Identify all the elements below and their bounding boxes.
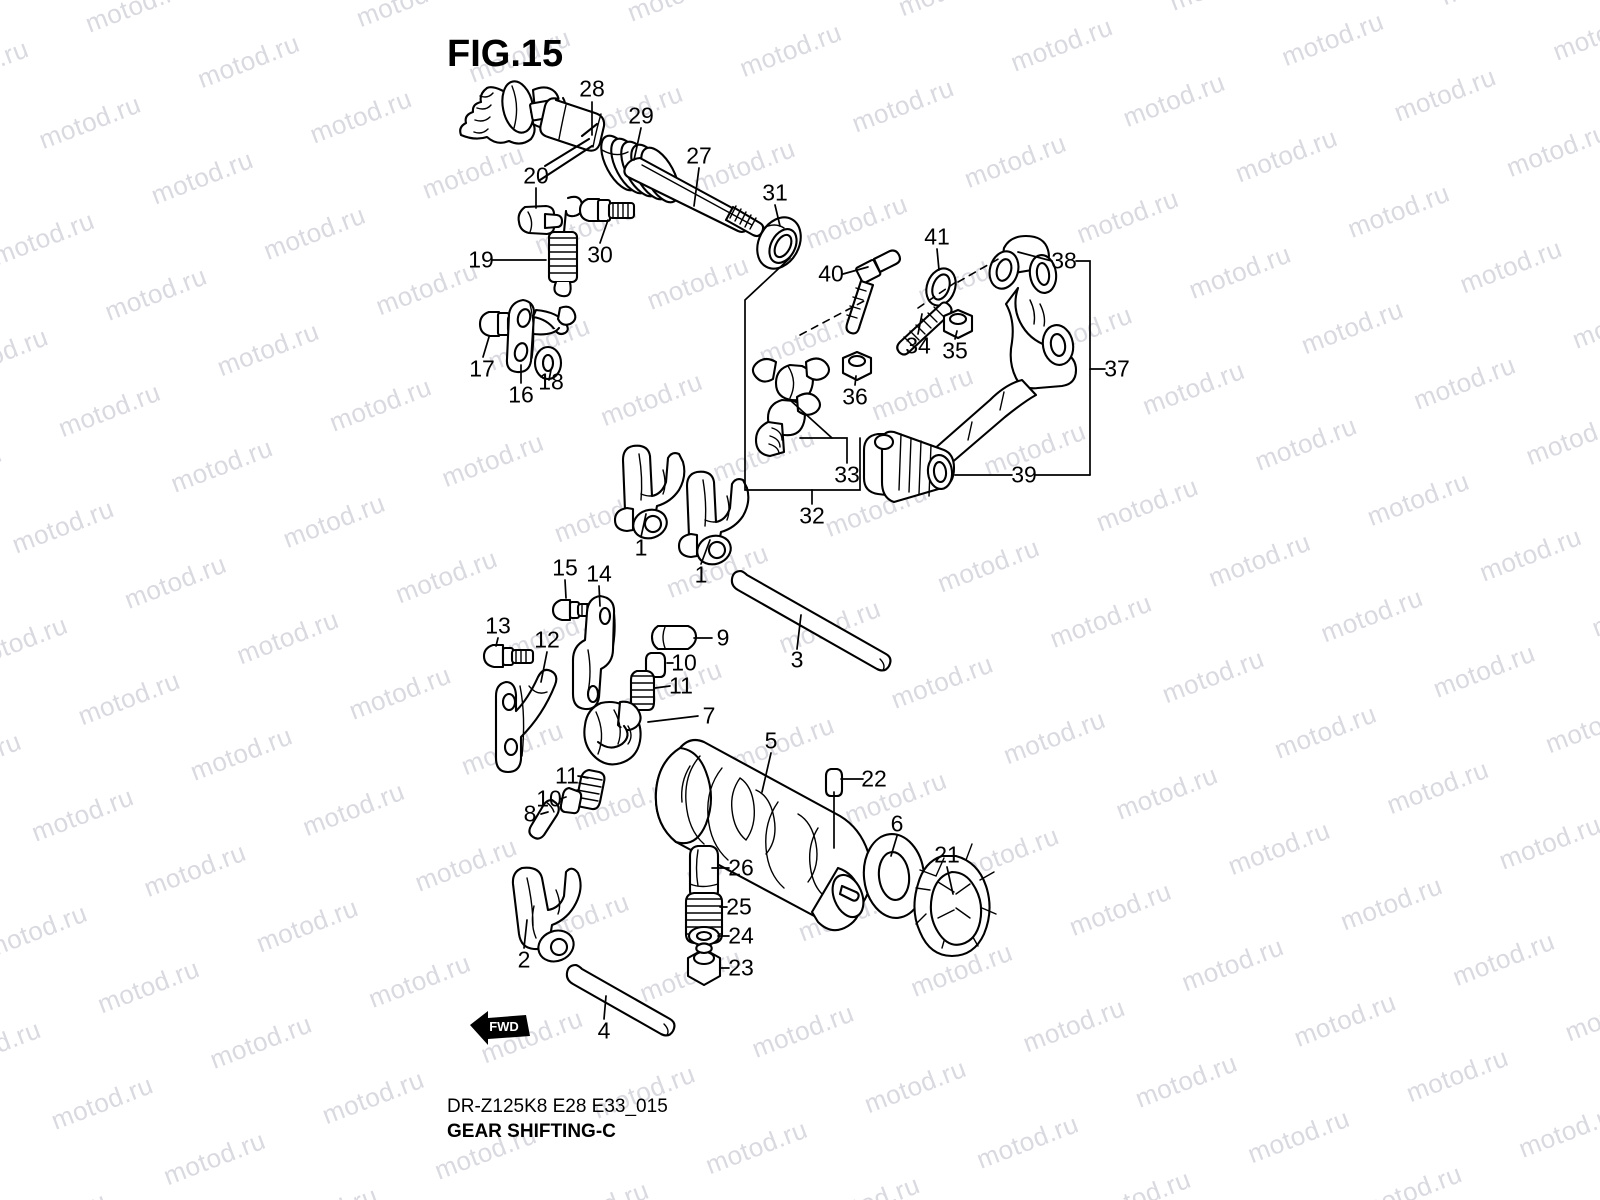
part-10-pin-upper [644,651,667,679]
ref-number-oil-seal: 31 [762,179,788,206]
ref-number-gearshift-pedal-assy: 37 [1104,355,1130,382]
part-35-nut [942,308,974,340]
ref-number-pin-small-lower: 10 [536,785,562,812]
part-28-gearshift-arm [459,80,606,152]
part-8-pin [528,798,560,840]
part-31-oil-seal [756,216,802,270]
ref-number-bolt-pawl-lifter: 17 [469,355,495,382]
part-5-gearshift-cam-drum [654,738,873,932]
part-24-washer [687,925,721,947]
ref-number-pedal-rubber-tip: 39 [1011,461,1037,488]
ref-number-washer-small: 24 [728,922,754,949]
ref-number-detent-plunger: 26 [728,854,754,881]
part-4-fork-shaft-short [565,963,676,1037]
ref-number-gearshift-link-rod-assy: 32 [799,502,825,529]
ref-number-nut-link-lower: 36 [842,383,868,410]
ref-number-screw-cam-plate: 15 [552,554,578,581]
part-26-plunger [688,844,720,901]
ref-number-gearshift-pedal-arm: 38 [1051,247,1077,274]
ref-number-spring-stopper-pin: 20 [523,162,549,189]
part-41-circlip [925,267,957,307]
part-40-bolt [845,249,902,335]
ref-number-rod-end-joint: 33 [834,461,860,488]
part-30-bolt [578,197,636,223]
ref-number-gearshift-shaft-return-spring: 29 [628,102,654,129]
ref-number-nut: 23 [728,954,754,981]
ref-number-bolt-pedal: 40 [818,260,844,287]
part-16-pawl-lifter [505,298,577,374]
ref-number-gearshift-cam-stopper: 7 [702,702,716,729]
ref-number-gearshift-cam-drum: 5 [764,727,778,754]
ref-number-washer: 6 [890,810,904,837]
ref-number-spring-detent: 25 [726,893,752,920]
fwd-direction-marker: FWD [468,1005,538,1050]
part-20-stopper-pin [517,204,564,236]
part-14-cam-plate [571,594,616,711]
part-33-rod-end-joints [751,357,831,458]
caption-section-name: GEAR SHIFTING-C [447,1121,616,1142]
ref-number-pin-cam-drum: 22 [861,765,887,792]
part-39-pedal-tip [862,430,956,504]
part-22-drum-pin [824,767,844,798]
part-9-cam-guide [650,624,698,651]
part-13-screw [482,643,535,669]
ref-number-pin-small-upper: 10 [671,649,697,676]
part-7-cam-stopper [583,700,642,766]
caption-model-code: DR-Z125K8 E28 E33_015 [447,1096,668,1117]
ref-number-gearshift-shaft: 27 [686,142,712,169]
part-27-gearshift-shaft [623,156,765,238]
part-21-cam-driven-plate [913,843,997,958]
part-34-link-rod [896,301,953,356]
part-1-shift-fork-b [677,470,750,566]
ref-number-gearshift-fork-no3: 2 [517,946,531,973]
part-19-return-spring-coil [547,195,584,298]
ref-number-washer-pawl: 18 [538,368,564,395]
part-1-shift-fork-a [613,444,686,540]
ref-number-cam-guide: 9 [716,624,730,651]
ref-number-link-rod: 34 [905,332,931,359]
part-18-washer [533,345,563,381]
part-2-shift-fork-c [511,866,582,963]
ref-number-circlip: 41 [924,223,950,250]
part-6-washer [862,833,926,919]
part-3-fork-shaft-long [730,569,892,672]
ref-number-return-spring: 19 [468,246,494,273]
ref-number-gearshift-cam-driven-plate: 21 [934,841,960,868]
part-12-cam-stopper-arm [494,668,558,774]
figure-title: FIG.15 [447,33,564,75]
ref-number-bolt-stopper: 30 [587,241,613,268]
ref-number-screw-stopper-arm: 13 [485,612,511,639]
part-10-pin-lower [559,786,583,815]
ref-number-gearshift-arm-ratchet: 28 [579,75,605,102]
ref-number-spring-upper: 11 [669,672,693,699]
part-36-nut [841,350,873,382]
ref-number-gearshift-fork-shaft-short: 4 [597,1017,611,1044]
fwd-label: FWD [489,1019,519,1034]
part-11-spring-upper [629,669,656,712]
ref-number-gearshift-fork-no1: 1 [634,534,648,561]
part-23-nut [686,942,722,987]
ref-number-gearshift-pawl-lifter: 16 [508,381,534,408]
ref-number-gearshift-cam-stopper-arm: 12 [534,626,560,653]
ref-number-gearshift-fork-no2: 1 [694,561,708,588]
ref-number-gearshift-fork-shaft-long: 3 [790,646,804,673]
ref-number-pin: 8 [523,800,537,827]
leader-lines [482,101,1106,1020]
ref-number-nut-link-rod: 35 [942,337,968,364]
ref-number-gearshift-cam-plate: 14 [586,560,612,587]
part-11-spring-lower [575,768,606,811]
ref-number-spring-lower: 11 [555,762,579,789]
